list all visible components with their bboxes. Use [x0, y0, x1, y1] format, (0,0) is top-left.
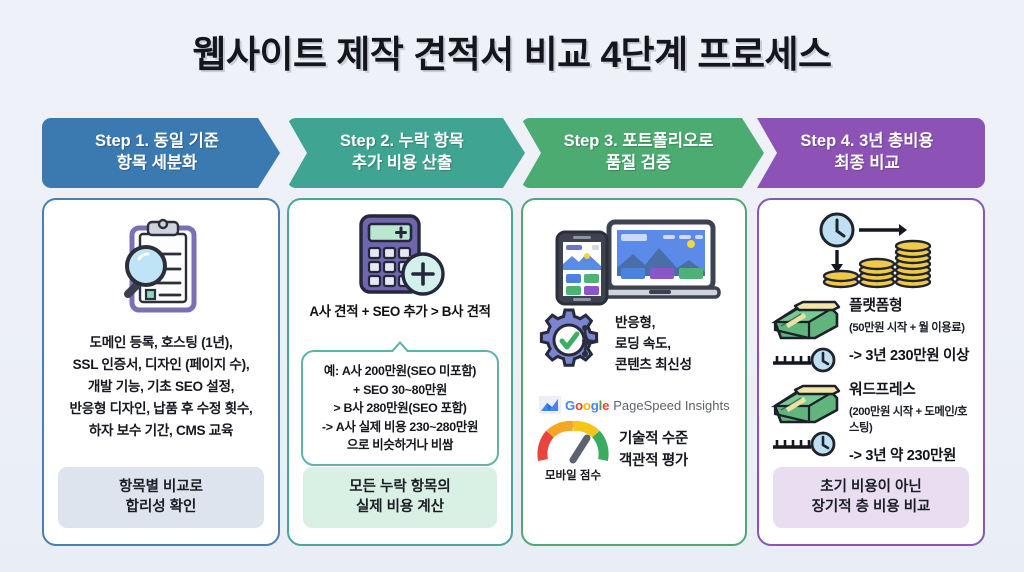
pagespeed-gauge-icon [537, 420, 609, 464]
step-header-3-line2: 품질 검증 [605, 154, 672, 172]
step2-formula: A사 견적 + SEO 추가 > B사 견적 [309, 304, 491, 319]
step2-bubble-line-2: + SEO 30~80만원 [353, 382, 447, 397]
step2-summary-pill: 모든 누락 항목의 실제 비용 계산 [303, 466, 497, 528]
page-title: 웹사이트 제작 견적서 비교 4단계 프로세스 [192, 34, 832, 75]
step-card-3: 반응형, 로딩 속도, 콘텐츠 최신성 Google PageSpeed Ins… [521, 198, 747, 546]
step-header-2-line1: Step 2. 누락 항목 [340, 132, 464, 151]
responsive-devices-icon [555, 219, 721, 306]
step3-bullet-1: 반응형, [615, 315, 656, 330]
gear-check-icon [539, 308, 599, 367]
step-header-3: Step 3. 포트폴리오로 품질 검증 [521, 118, 764, 188]
gauge-caption: 모바일 점수 [544, 470, 602, 482]
step3-eval-line2: 객관적 평가 [619, 452, 688, 469]
step1-line-2: SSL 인증서, 디자인 (페이지 수), [72, 357, 250, 373]
wordpress-name: 워드프레스 [849, 382, 916, 398]
pagespeed-block: Google PageSpeed Insights 모바일 점수 기술적 수준 [535, 396, 735, 483]
step1-line-1: 도메인 등록, 호스팅 (1년), [89, 335, 233, 350]
step1-summary-line1: 항목별 비교로 [118, 478, 204, 495]
step2-bubble-line-5: 으로 비슷하거나 비쌈 [346, 438, 454, 453]
cash-stack-icon [770, 300, 841, 340]
calculator-plus-icon [359, 214, 445, 296]
step-header-3-line1: Step 3. 포트폴리오로 [563, 132, 714, 151]
platform-detail: (50만원 시작 + 월 이용료) [849, 321, 965, 334]
step-header-1: Step 1. 동일 기준 항목 세분화 [42, 118, 280, 188]
timeline-clock-icon [773, 347, 836, 373]
google-wordmark: Google [565, 397, 610, 413]
step2-bubble-line-4: -> A사 실제 비용 230~280만원 [321, 419, 479, 434]
step1-item-list: 도메인 등록, 호스팅 (1년), SSL 인증서, 디자인 (페이지 수), … [52, 332, 270, 442]
step4-summary-line1: 초기 비용이 아닌 [820, 478, 922, 495]
cost-row-wordpress: 워드프레스 (200만원 시작 + 도메인/호스팅) -> 3년 약 230만원 [769, 380, 975, 465]
step-header-1-line1: Step 1. 동일 기준 [95, 132, 219, 151]
step3-bullet-3: 콘텐츠 최신성 [615, 357, 692, 373]
cash-stack-icon [770, 384, 841, 424]
step1-line-5: 하자 보수 기간, CMS 교육 [88, 423, 234, 439]
step3-eval-line1: 기술적 수준 [619, 431, 688, 448]
step1-summary-pill: 항목별 비교로 합리성 확인 [58, 466, 264, 528]
step-card-4: 플랫폼형 (50만원 시작 + 월 이용료) -> 3년 230만원 이상 [757, 198, 985, 546]
step2-summary-line2: 실제 비용 계산 [355, 499, 445, 516]
step3-bullet-2: 로딩 속도, [615, 336, 671, 352]
step1-line-3: 개발 기능, 기초 SEO 설정, [87, 379, 235, 395]
pagespeed-product-name: PageSpeed Insights [613, 397, 730, 413]
cost-row-platform: 플랫폼형 (50만원 시작 + 월 이용료) -> 3년 230만원 이상 [769, 296, 975, 378]
step-header-4-line2: 최종 비교 [834, 154, 900, 172]
clock-coins-growth-icon [819, 212, 932, 289]
step2-example-bubble: 예: A사 200만원(SEO 미포함) + SEO 30~80만원 > B사 … [301, 340, 499, 467]
step3-evaluation-text: 기술적 수준 객관적 평가 [619, 429, 688, 471]
step2-bubble-line-3: > B사 280만원(SEO 포함) [333, 401, 467, 416]
step2-summary-line1: 모든 누락 항목의 [349, 478, 451, 495]
wordpress-total: -> 3년 약 230만원 [849, 447, 957, 464]
step2-bubble-line-1: 예: A사 200만원(SEO 미포함) [323, 364, 477, 378]
step-header-2-line2: 추가 비용 산출 [351, 154, 453, 172]
step-card-2: A사 견적 + SEO 추가 > B사 견적 예: A사 200만원(SEO 미… [287, 198, 513, 546]
step-card-1: 도메인 등록, 호스팅 (1년), SSL 인증서, 디자인 (페이지 수), … [42, 198, 280, 546]
platform-total: -> 3년 230만원 이상 [849, 347, 970, 364]
step-header-4-line1: Step 4. 3년 총비용 [800, 132, 934, 151]
wordpress-detail: (200만원 시작 + 도메인/호스팅) [849, 405, 968, 434]
timeline-clock-icon [773, 431, 836, 457]
step4-summary-line2: 장기적 층 비용 비교 [811, 499, 931, 516]
clipboard-magnifier-icon [124, 218, 197, 313]
step1-line-4: 반응형 디자인, 납품 후 수정 횟수, [69, 401, 253, 417]
step-header-4: Step 4. 3년 총비용 최종 비교 [757, 118, 985, 188]
step4-summary-pill: 초기 비용이 아닌 장기적 층 비용 비교 [773, 466, 969, 528]
step1-summary-line2: 합리성 확인 [125, 499, 197, 516]
platform-name: 플랫폼형 [849, 298, 903, 314]
google-pagespeed-logo: Google PageSpeed Insights [539, 396, 735, 414]
step3-quality-bullets: 반응형, 로딩 속도, 콘텐츠 최신성 [615, 312, 692, 375]
step-header-1-line2: 항목 세분화 [116, 154, 198, 172]
pagespeed-mark-icon [539, 396, 561, 414]
step-header-2: Step 2. 누락 항목 추가 비용 산출 [287, 118, 525, 188]
